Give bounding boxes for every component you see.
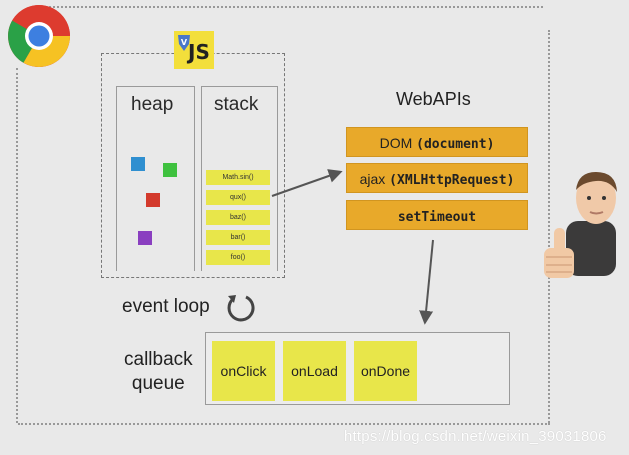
stack-frame: baz() xyxy=(206,210,270,225)
v8-shield-icon: V xyxy=(178,35,190,51)
heap-column xyxy=(116,86,195,271)
webapi-settimeout-code: setTimeout xyxy=(397,210,477,225)
watermark-url: https://blog.csdn.net/weixin_39031806 xyxy=(344,428,607,445)
webapi-ajax: ajax (XMLHttpRequest) xyxy=(346,163,528,193)
callback-queue-label: callback queue xyxy=(124,348,193,396)
browser-frame-bottom-border xyxy=(18,423,550,425)
stack-title: stack xyxy=(214,94,259,115)
browser-frame-right-border xyxy=(548,30,550,423)
heap-title: heap xyxy=(131,94,174,115)
webapi-dom-prefix: DOM xyxy=(379,135,417,151)
js-logo-text: JS xyxy=(188,40,210,64)
callback-onload: onLoad xyxy=(283,341,346,401)
webapi-dom-code: (document) xyxy=(416,137,495,152)
chrome-logo-icon xyxy=(8,5,70,67)
event-loop-label: event loop xyxy=(122,296,210,317)
webapis-title: WebAPIs xyxy=(396,89,471,109)
webapi-settimeout: setTimeout xyxy=(346,200,528,230)
js-logo: V xyxy=(174,31,214,69)
browser-frame-top-border xyxy=(38,6,543,8)
presenter-thumbs-up-icon xyxy=(544,172,617,278)
stack-frame: qux() xyxy=(206,190,270,205)
stack-frame: Math.sin() xyxy=(206,170,270,185)
browser-frame-left-border xyxy=(16,68,18,423)
heap-object xyxy=(131,157,145,171)
callback-queue-label-line2: queue xyxy=(131,373,185,394)
svg-text:V: V xyxy=(181,38,188,47)
stack-frame: foo() xyxy=(206,250,270,265)
webapi-dom: DOM (document) xyxy=(346,127,528,157)
webapi-ajax-code: (XMLHttpRequest) xyxy=(389,173,515,188)
callback-ondone: onDone xyxy=(354,341,417,401)
stack-frame: bar() xyxy=(206,230,270,245)
loop-arrow-icon xyxy=(227,295,255,322)
webapis-to-queue-arrow xyxy=(419,239,434,325)
webapi-ajax-prefix: ajax xyxy=(359,171,390,187)
callback-queue-label-line1: callback xyxy=(124,349,193,370)
heap-object xyxy=(146,193,160,207)
callback-onclick: onClick xyxy=(212,341,275,401)
heap-object xyxy=(163,163,177,177)
heap-object xyxy=(138,231,152,245)
